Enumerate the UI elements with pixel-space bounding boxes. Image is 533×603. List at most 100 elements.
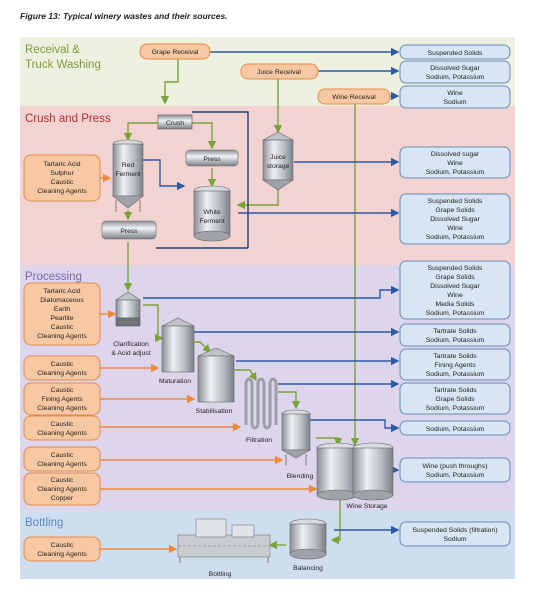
input-box-proc-1: Tartaric Acid Diatomaceous Earth Pearlit… — [23, 282, 101, 346]
wine-receival-label: Wine Receival — [332, 94, 376, 101]
crush-label: Crush — [166, 120, 184, 127]
input-crush-line-2: Sulphur — [50, 170, 74, 177]
wine-receival-box: Wine Receival — [317, 88, 391, 105]
clarification-label-2: & Acid adjust — [111, 350, 150, 357]
waste-1-line-1: Suspended Solids — [428, 50, 483, 57]
waste-5-line-5: Sodium, Potassium — [426, 234, 485, 241]
waste-9-line-2: Grape Solids — [435, 396, 475, 403]
waste-7-line-2: Sodium, Potassium — [426, 337, 485, 344]
crush-unit: Crush — [157, 114, 193, 130]
input-box-bottling: Caustic Cleaning Agents — [23, 536, 101, 562]
input-proc6-line-3: Copper — [51, 495, 74, 502]
grape-receival-label: Grape Receival — [152, 49, 199, 56]
maturation-tank: Maturation — [159, 317, 195, 385]
waste-9-line-3: Sodium, Potassium — [426, 405, 485, 412]
waste-6-line-4: Wine — [447, 292, 463, 299]
input-proc4-line-1: Caustic — [51, 421, 74, 428]
flow-clar-to-w6 — [143, 285, 400, 299]
juice-storage-tank: Juice storage — [262, 131, 294, 191]
input-proc3-line-1: Caustic — [51, 387, 74, 394]
red-ferment-label-1: Red — [122, 162, 135, 169]
waste-4-line-3: Sodium, Potassium — [426, 169, 485, 176]
juice-storage-label-2: storage — [267, 163, 290, 170]
input-proc1-line-2: Diatomaceous — [40, 297, 84, 304]
flow-storage-to-white — [236, 188, 279, 210]
section-title-bottling: Bottling — [25, 517, 63, 529]
flow-stabilisation-to-filtration — [232, 369, 257, 382]
input-box-proc-2: Caustic Cleaning Agents — [23, 355, 101, 381]
waste-box-5: Suspended Solids Grape Solids Dissolved … — [399, 193, 511, 245]
flow-blend-to-w10 — [310, 419, 400, 433]
input-proc2-line-2: Cleaning Agents — [37, 370, 87, 377]
input-box-proc-4: Caustic Cleaning Agents — [23, 415, 101, 441]
waste-9-line-1: Tartrate Solids — [433, 387, 477, 394]
input-proc6-line-2: Cleaning Agents — [37, 486, 87, 493]
input-box-proc-3: Caustic Fining Agents Cleaning Agents — [23, 382, 101, 416]
waste-10-line-1: Sodium, Potassium — [426, 426, 485, 433]
waste-12-line-2: Sodium — [443, 536, 466, 543]
waste-6-line-2: Grape Solids — [435, 274, 475, 281]
waste-8-line-2: Fining Agents — [434, 362, 476, 369]
waste-5-line-1: Suspended Solids — [428, 198, 483, 205]
waste-4-line-1: Dissolved sugar — [431, 151, 480, 158]
clarification-unit: Clarification & Acid adjust — [111, 291, 151, 357]
waste-7-line-1: Tartrate Solids — [433, 328, 477, 335]
juice-receival-label: Juice Receival — [257, 69, 301, 76]
waste-box-11: Wine (push throughs) Sodium, Potassium — [399, 457, 511, 483]
press-bottom-label: Press — [120, 228, 138, 235]
press-top: Press — [185, 149, 239, 167]
flow-crush-to-press — [192, 122, 217, 150]
flow-blending-to-storage — [316, 437, 343, 447]
waste-8-line-3: Sodium, Potassium — [426, 371, 485, 378]
juice-storage-label-1: Juice — [270, 154, 286, 161]
input-proc1-line-6: Cleaning Agents — [37, 333, 87, 340]
waste-11-line-1: Wine (push throughs) — [423, 463, 488, 470]
waste-5-line-2: Grape Solids — [435, 207, 475, 214]
section-title-processing: Processing — [25, 271, 82, 283]
waste-12-line-1: Suspended Solids (filtration) — [412, 527, 497, 534]
flow-grape-to-crush — [160, 59, 179, 105]
waste-3-line-1: Wine — [447, 90, 463, 97]
waste-2-line-1: Dissolved Sugar — [430, 65, 480, 72]
balancing-tank: Balancing — [289, 518, 327, 572]
input-proc5-line-2: Cleaning Agents — [37, 461, 87, 468]
waste-box-3: Wine Sodium — [399, 85, 511, 109]
input-proc3-line-2: Fining Agents — [41, 396, 83, 403]
flow-red-to-w5 — [143, 159, 186, 191]
input-proc1-line-1: Tartaric Acid — [43, 288, 80, 295]
waste-box-1: Suspended Solids — [399, 44, 511, 60]
section-title-receival-2: Truck Washing — [25, 59, 101, 71]
blending-label: Blending — [287, 473, 314, 480]
waste-4-line-2: Wine — [447, 160, 463, 167]
waste-6-line-3: Dissolved Sugar — [430, 283, 480, 290]
waste-box-2: Dissolved Sugar Sodium, Potassium — [399, 60, 511, 84]
input-bottling-line-2: Cleaning Agents — [37, 551, 87, 558]
filtration-label: Filtration — [246, 437, 272, 444]
input-proc4-line-2: Cleaning Agents — [37, 430, 87, 437]
input-proc5-line-1: Caustic — [51, 452, 74, 459]
input-box-proc-5: Caustic Cleaning Agents — [23, 446, 101, 472]
waste-6-line-6: Sodium, Potassium — [426, 310, 485, 317]
waste-2-line-2: Sodium, Potassium — [426, 74, 485, 81]
waste-6-line-5: Media Solids — [436, 301, 476, 308]
input-box-crush: Tartaric Acid Sulphur Caustic Cleaning A… — [23, 154, 101, 202]
section-title-crush: Crush and Press — [25, 113, 111, 125]
input-crush-line-4: Cleaning Agents — [37, 188, 87, 195]
flow-clarification-to-maturation — [143, 304, 164, 343]
maturation-label: Maturation — [159, 378, 191, 385]
input-proc1-line-4: Pearlite — [50, 315, 73, 322]
waste-box-12: Suspended Solids (filtration) Sodium — [399, 521, 511, 547]
press-top-label: Press — [203, 156, 221, 163]
waste-11-line-2: Sodium, Potassium — [426, 472, 485, 479]
waste-8-line-1: Tartrate Solids — [433, 353, 477, 360]
red-ferment-label-2: Ferment — [115, 171, 140, 178]
grape-receival-box: Grape Receival — [139, 43, 211, 60]
input-box-proc-6: Caustic Cleaning Agents Copper — [23, 472, 101, 506]
waste-box-7: Tartrate Solids Sodium, Potassium — [399, 323, 511, 347]
flow-storage-to-balancing — [330, 495, 341, 545]
waste-box-4: Dissolved sugar Wine Sodium, Potassium — [399, 146, 511, 179]
input-proc2-line-1: Caustic — [51, 361, 74, 368]
balancing-label: Balancing — [293, 565, 323, 572]
waste-box-10: Sodium, Potassium — [399, 420, 511, 436]
